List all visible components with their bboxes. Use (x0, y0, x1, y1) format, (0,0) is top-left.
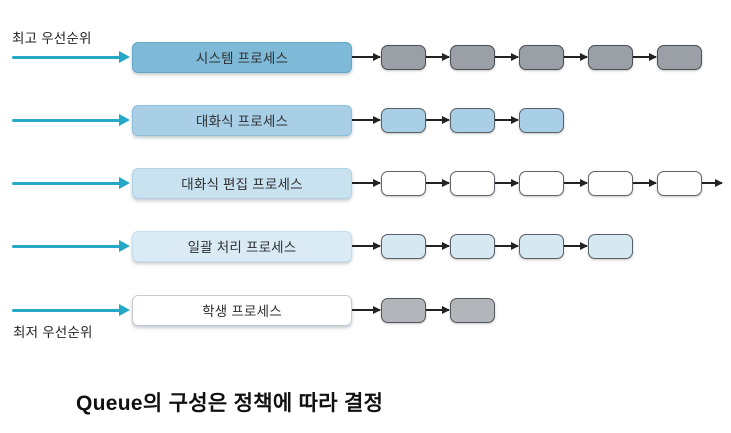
queue-item (588, 44, 633, 70)
queue-connector-arrow (352, 241, 381, 250)
arrowhead-icon (119, 304, 130, 316)
arrowhead-icon (511, 115, 519, 124)
arrowhead-icon (511, 178, 519, 187)
queue-connector-arrow (564, 52, 588, 61)
queue-connector-arrow (495, 52, 519, 61)
queue-connector-arrow (495, 178, 519, 187)
queue-item (519, 44, 564, 70)
queue-item (519, 170, 564, 196)
queue-connector-arrow (495, 115, 519, 124)
queue-connector-arrow (564, 178, 588, 187)
queue-connector-arrow (426, 305, 450, 314)
queue-label: 대화식 프로세스 (195, 114, 289, 129)
highest-priority-label: 최고 우선순위 (12, 31, 92, 46)
queue-connector-arrow (564, 241, 588, 250)
queue-connector-arrow (426, 178, 450, 187)
arrowhead-icon (442, 305, 450, 314)
arrowhead-icon (442, 178, 450, 187)
queue-label-box: 대화식 프로세스 (132, 104, 352, 136)
arrowhead-icon (119, 177, 130, 189)
queue-item (519, 107, 564, 133)
queue-item (519, 233, 564, 259)
arrowhead-icon (373, 305, 381, 314)
queue-item (450, 170, 495, 196)
arrowhead-icon (119, 240, 130, 252)
diagram-caption: Queue의 구성은 정책에 따라 결정 (76, 392, 384, 415)
arrowhead-icon (580, 178, 588, 187)
queue-label: 일괄 처리 프로세스 (187, 240, 297, 255)
queue-item (657, 170, 702, 196)
queue-label-box: 대화식 편집 프로세스 (132, 167, 352, 199)
arrowhead-icon (373, 241, 381, 250)
priority-arrow-icon (12, 51, 130, 63)
arrowhead-icon (715, 178, 723, 187)
queue-connector-arrow (352, 305, 381, 314)
queue-item (588, 170, 633, 196)
queue-item (450, 297, 495, 323)
queue-label: 학생 프로세스 (202, 304, 282, 319)
queue-connector-arrow (495, 241, 519, 250)
arrowhead-icon (373, 52, 381, 61)
queue-item (381, 44, 426, 70)
arrowhead-icon (511, 52, 519, 61)
arrowhead-icon (511, 241, 519, 250)
queue-connector-arrow (633, 178, 657, 187)
arrowhead-icon (373, 115, 381, 124)
queue-item (381, 233, 426, 259)
queue-item (450, 107, 495, 133)
queue-item (450, 233, 495, 259)
queue-connector-arrow (633, 52, 657, 61)
queue-connector-arrow (352, 178, 381, 187)
arrowhead-icon (373, 178, 381, 187)
priority-arrow-icon (12, 304, 130, 316)
arrowhead-icon (580, 52, 588, 61)
arrowhead-icon (649, 178, 657, 187)
queue-label: 대화식 편집 프로세스 (181, 177, 303, 192)
arrowhead-icon (442, 115, 450, 124)
queue-label: 시스템 프로세스 (195, 51, 289, 66)
arrowhead-icon (119, 51, 130, 63)
priority-arrow-icon (12, 177, 130, 189)
queue-item (381, 170, 426, 196)
queue-connector-arrow (426, 241, 450, 250)
arrowhead-icon (580, 241, 588, 250)
arrowhead-icon (442, 241, 450, 250)
queue-item (381, 297, 426, 323)
queue-item (657, 44, 702, 70)
queue-label-box: 학생 프로세스 (132, 294, 352, 326)
queue-item (381, 107, 426, 133)
queue-connector-arrow (702, 178, 723, 187)
queue-connector-arrow (352, 52, 381, 61)
arrowhead-icon (649, 52, 657, 61)
queue-item (588, 233, 633, 259)
queue-item (450, 44, 495, 70)
priority-arrow-icon (12, 240, 130, 252)
priority-arrow-icon (12, 114, 130, 126)
queue-connector-arrow (352, 115, 381, 124)
queue-connector-arrow (426, 115, 450, 124)
queue-label-box: 일괄 처리 프로세스 (132, 230, 352, 262)
arrowhead-icon (442, 52, 450, 61)
arrowhead-icon (119, 114, 130, 126)
queue-label-box: 시스템 프로세스 (132, 41, 352, 73)
queue-connector-arrow (426, 52, 450, 61)
lowest-priority-label: 최저 우선순위 (13, 325, 93, 340)
